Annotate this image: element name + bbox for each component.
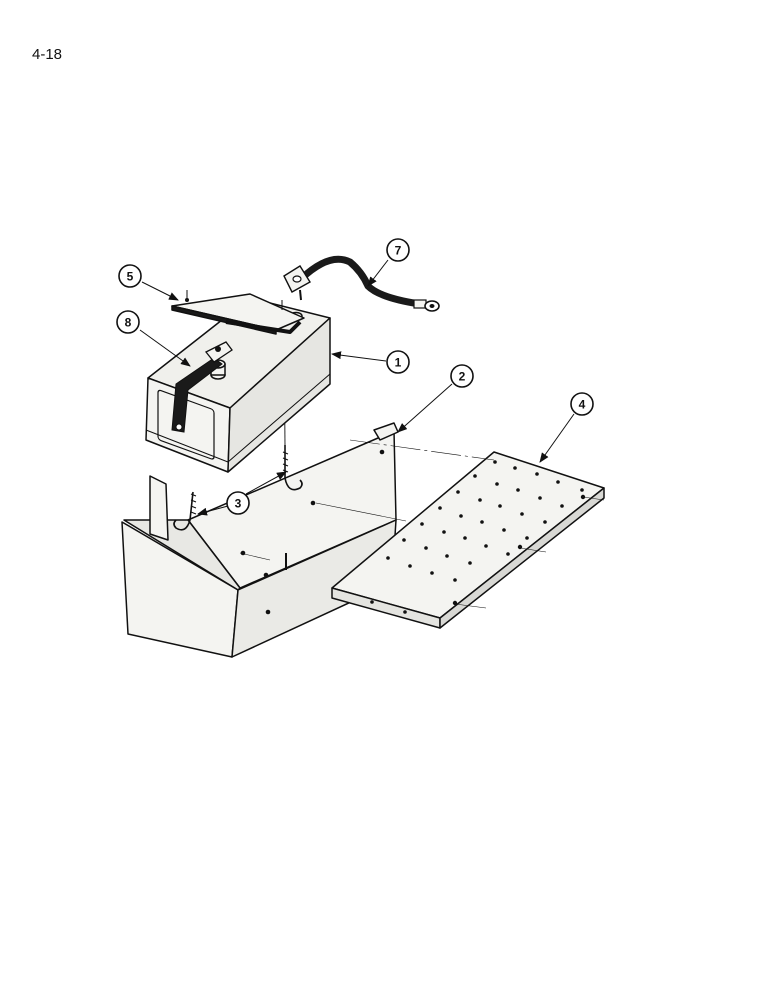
callout-8: 8 bbox=[116, 310, 140, 334]
leader-line-5 bbox=[539, 413, 575, 463]
callout-1: 1 bbox=[386, 350, 410, 374]
callout-1-number: 1 bbox=[395, 356, 402, 370]
ground-strap bbox=[171, 341, 233, 433]
ground-strap-clamp bbox=[204, 341, 233, 363]
page-number: 4-18 bbox=[32, 46, 63, 63]
battery-box-left-flange bbox=[149, 475, 169, 541]
holddown-hook-left-thread bbox=[190, 493, 197, 515]
battery-cable-clamp-bolt bbox=[299, 289, 302, 301]
leader-line-8 bbox=[139, 329, 191, 367]
holddown-hook-right-thread bbox=[282, 451, 289, 473]
leader-line-3 bbox=[141, 281, 179, 301]
holddown-hook-left bbox=[173, 491, 194, 531]
leader-lines bbox=[139, 259, 575, 516]
battery-box-hole bbox=[265, 609, 271, 615]
leader-line-1 bbox=[331, 351, 387, 362]
battery-box-hole bbox=[240, 550, 246, 556]
battery-box bbox=[121, 422, 399, 658]
alignment-line bbox=[315, 502, 407, 522]
callout-4-number: 3 bbox=[235, 497, 242, 511]
ground-strap-clamp-bolt bbox=[215, 346, 221, 352]
callout-3: 5 bbox=[118, 264, 142, 288]
holddown-plate-hole bbox=[185, 298, 189, 302]
callout-3-number: 5 bbox=[127, 270, 134, 284]
battery-box-hole bbox=[263, 572, 269, 578]
callout-2-number: 2 bbox=[459, 370, 466, 384]
battery-side bbox=[227, 317, 331, 473]
callouts: 5 7 8 1 2 4 3 bbox=[116, 238, 594, 515]
callout-2: 2 bbox=[450, 364, 474, 388]
alignment-line bbox=[454, 603, 487, 609]
holddown-hook-right bbox=[284, 445, 303, 491]
leader-line-7 bbox=[367, 259, 389, 287]
battery-box-hole bbox=[379, 449, 385, 455]
leader-line-4b bbox=[245, 471, 287, 495]
callout-5-number: 4 bbox=[579, 398, 586, 412]
callout-5: 4 bbox=[570, 392, 594, 416]
battery-cable-ring-hole bbox=[429, 304, 435, 308]
step-plate-holes bbox=[370, 460, 586, 614]
callout-7: 7 bbox=[386, 238, 410, 262]
battery-cable-body bbox=[298, 255, 424, 308]
battery-cable-clamp-hole bbox=[292, 275, 302, 283]
alignment-line bbox=[519, 547, 547, 553]
battery-cable bbox=[283, 255, 440, 312]
leader-line-4a bbox=[197, 505, 229, 516]
alignment-lines bbox=[239, 439, 605, 609]
holddown-plate-shadow bbox=[225, 320, 302, 334]
holddown-plate bbox=[171, 290, 305, 335]
step-plate-side-edge bbox=[439, 487, 605, 629]
alignment-line bbox=[582, 496, 605, 501]
alignment-line bbox=[349, 439, 495, 461]
ground-strap-eyelet bbox=[175, 423, 183, 431]
leader-line-2 bbox=[397, 383, 453, 433]
callout-8-number: 8 bbox=[125, 316, 132, 330]
battery-base-band bbox=[145, 373, 331, 463]
battery-box-hole bbox=[310, 500, 316, 506]
callout-7-number: 7 bbox=[395, 244, 402, 258]
step-plate bbox=[331, 451, 605, 629]
ground-strap-body bbox=[171, 357, 223, 433]
battery-cable-ferrule bbox=[413, 299, 427, 309]
alignment-line bbox=[239, 552, 271, 561]
callout-4: 3 bbox=[226, 491, 250, 515]
